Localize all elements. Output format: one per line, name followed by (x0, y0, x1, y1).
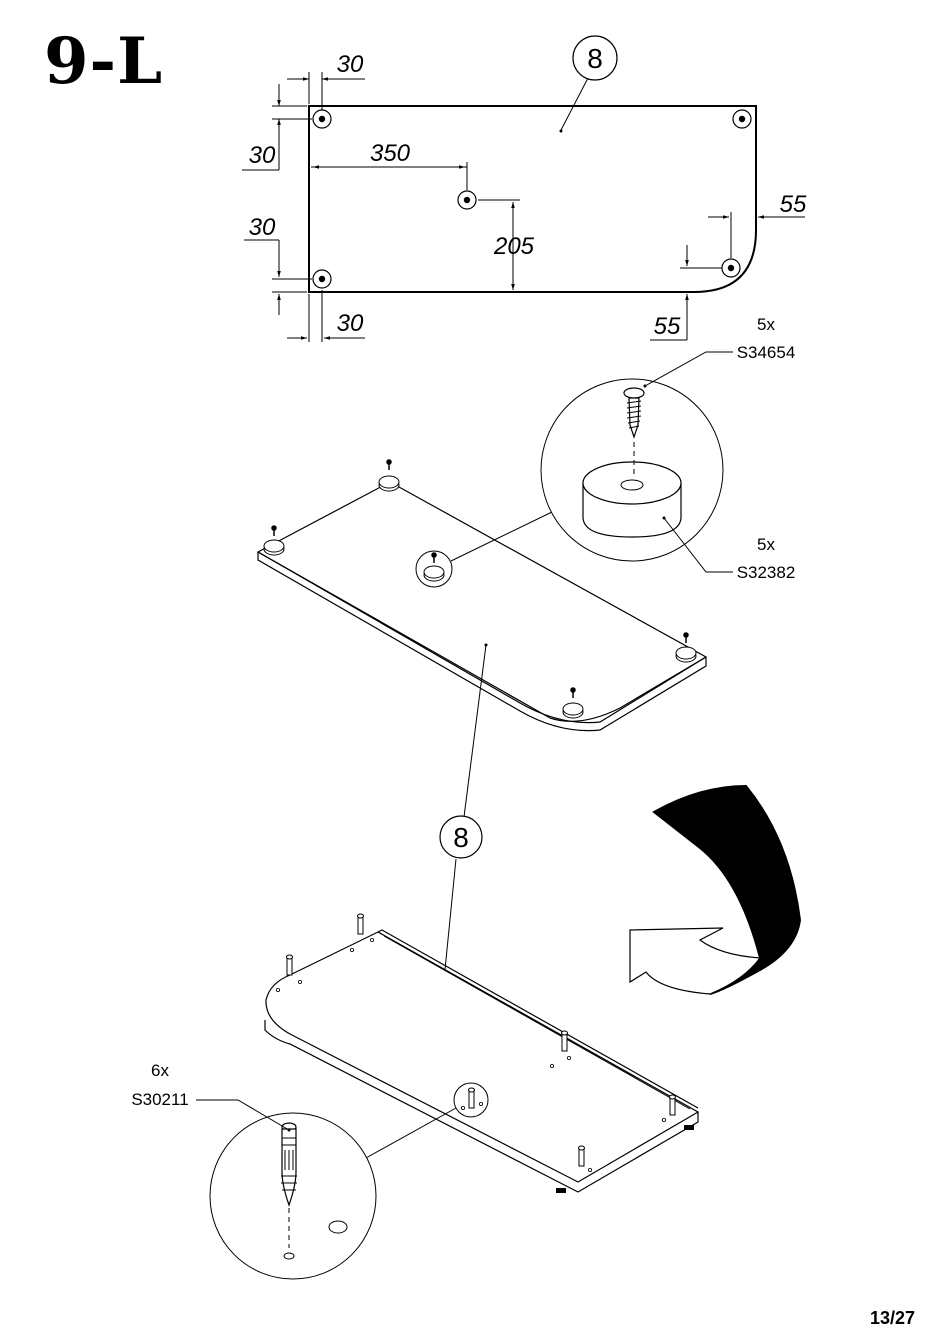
flip-arrow-icon (629, 784, 802, 995)
screw-detail (623, 387, 645, 478)
part-number-circle-top (572, 35, 618, 81)
cam-dowel-icon (286, 913, 676, 1167)
page-number: 13/27 (869, 1308, 915, 1328)
dowel-code: S30211 (131, 1090, 188, 1109)
foot-code: S32382 (737, 563, 796, 582)
hole-center (457, 190, 477, 210)
foot-pad-icon (263, 475, 697, 719)
top-view-panel: 8 (242, 35, 807, 342)
lower-view-board (264, 913, 700, 1193)
hole-top-right (732, 109, 752, 129)
dowel-detail (196, 1099, 377, 1280)
dim-center-x: 350 (370, 140, 411, 167)
dim-center-y: 205 (493, 233, 535, 260)
part-number-top: 8 (587, 43, 603, 74)
foot-qty: 5x (757, 535, 775, 554)
screw-qty: 5x (757, 315, 775, 334)
hole-top-left (312, 109, 332, 129)
dim-right-x: 55 (780, 191, 807, 218)
middle-view-board (256, 459, 708, 732)
screw-code: S34654 (737, 343, 796, 362)
screw-icon (271, 459, 689, 698)
step-title: 9-L (44, 24, 164, 99)
dim-bottom-left-y: 30 (249, 214, 276, 241)
dim-top-left-y: 30 (249, 142, 276, 169)
part-link: 8 (438, 644, 487, 1022)
dim-right-y: 55 (654, 313, 681, 340)
hole-bottom-right (721, 258, 741, 278)
part-number-circle-lower (439, 815, 483, 859)
screw-foot-detail (540, 351, 733, 573)
part-number-lower: 8 (453, 822, 469, 853)
dim-top-left-x: 30 (337, 51, 364, 78)
dim-bottom-left-x: 30 (337, 310, 364, 337)
dowel-qty: 6x (151, 1061, 169, 1080)
hole-bottom-left (312, 269, 332, 289)
